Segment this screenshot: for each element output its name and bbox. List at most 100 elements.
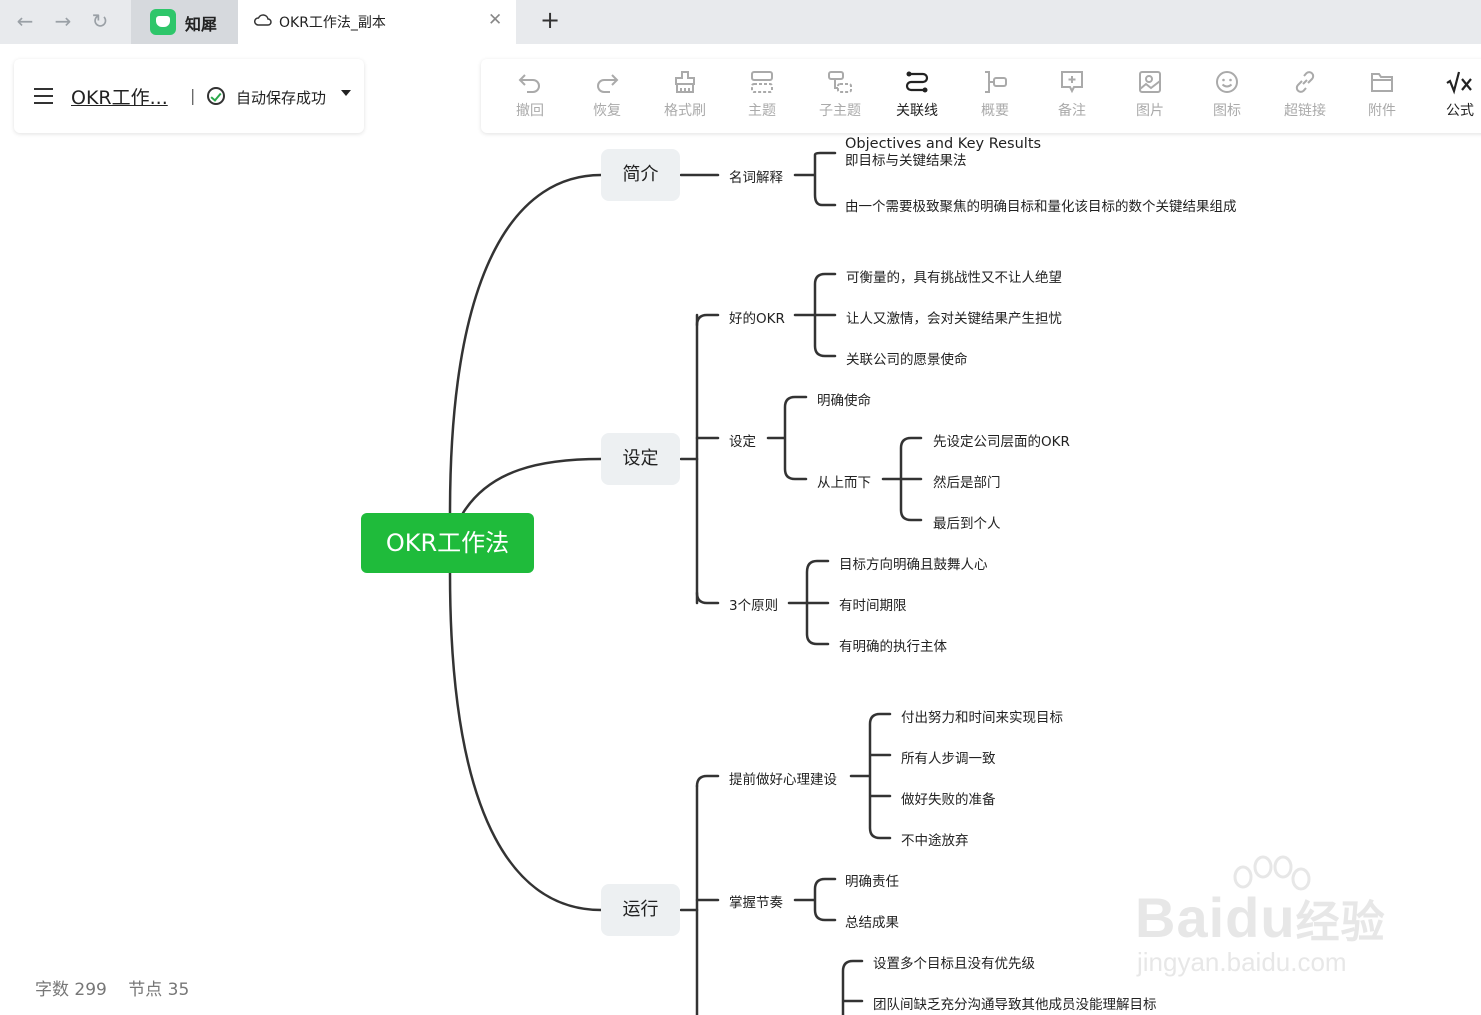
document-title[interactable]: OKR工作... [71, 87, 168, 109]
subtopic-good-okr-2[interactable]: 让人又激情，会对关键结果产生担忧 [846, 311, 1062, 327]
image-label: 图片 [1136, 103, 1164, 119]
tab-document[interactable]: OKR工作法_副本 ✕ [238, 0, 516, 44]
brush-icon [675, 71, 695, 93]
document-header: OKR工作... | 自动保存成功 [14, 59, 364, 133]
topic-intro[interactable]: 简介 [601, 149, 680, 201]
summary-button[interactable]: 概要 [962, 69, 1028, 129]
hyperlink-button[interactable]: 超链接 [1272, 69, 1338, 129]
app-name: 知犀 [185, 15, 218, 34]
subtopic-rhythm-2[interactable]: 总结成果 [845, 915, 899, 931]
paw-icon [1233, 855, 1311, 891]
definition-english: Objectives and Key Results [845, 136, 1042, 152]
summary-label: 概要 [981, 103, 1009, 119]
attachment-button[interactable]: 附件 [1349, 69, 1415, 129]
subtopic-button[interactable]: 子主题 [807, 69, 873, 129]
chevron-down-icon[interactable] [341, 90, 351, 96]
subtopic-principle-3[interactable]: 有明确的执行主体 [839, 639, 947, 655]
subtopic-principle-2[interactable]: 有时间期限 [839, 598, 907, 614]
subtopic-top-down-3[interactable]: 最后到个人 [933, 516, 1001, 532]
tab-app-home[interactable]: 知犀 [131, 0, 238, 44]
subtopic-principles[interactable]: 3个原则 [729, 598, 779, 614]
folder-icon [1371, 73, 1393, 92]
save-status[interactable]: 自动保存成功 [236, 89, 327, 107]
divider: | [190, 86, 196, 105]
subtopic-mindset-2[interactable]: 所有人步调一致 [901, 751, 996, 767]
icon-label: 图标 [1213, 103, 1241, 119]
editor-toolbar: 撤回 恢复 格式刷 主题 子主题 关联线 概要 备注 图片 图标 超链接 [481, 59, 1481, 133]
undo-label: 撤回 [516, 103, 544, 119]
watermark-url: jingyan.baidu.com [1137, 947, 1347, 977]
icon-button[interactable]: 图标 [1194, 69, 1260, 129]
subtopic-mindset-3[interactable]: 做好失败的准备 [901, 792, 996, 808]
subtopic-pitfall-1[interactable]: 设置多个目标且没有优先级 [873, 956, 1035, 972]
baidu-watermark: Baidu经验 jingyan.baidu.com [1135, 855, 1415, 985]
topic-label: 主题 [748, 103, 776, 119]
image-button[interactable]: 图片 [1117, 69, 1183, 129]
subtopic-rhythm-1[interactable]: 明确责任 [845, 874, 899, 890]
note-label: 备注 [1058, 103, 1086, 119]
topic-icon [751, 71, 773, 93]
subtopic-mission[interactable]: 明确使命 [817, 393, 871, 409]
relation-line-button[interactable]: 关联线 [884, 69, 950, 129]
subtopic-rhythm[interactable]: 掌握节奏 [729, 895, 783, 911]
watermark-brand-cn: 经验 [1295, 898, 1386, 947]
back-icon[interactable]: ← [16, 9, 34, 33]
relation-line-label: 关联线 [896, 103, 938, 119]
menu-icon[interactable] [34, 88, 53, 104]
tab-title: OKR工作法_副本 [279, 15, 386, 31]
attachment-label: 附件 [1368, 103, 1396, 119]
note-button[interactable]: 备注 [1039, 69, 1105, 129]
forward-icon[interactable]: → [54, 9, 72, 33]
subtopic-good-okr[interactable]: 好的OKR [729, 311, 785, 327]
subtopic-icon [828, 71, 852, 93]
topic-setup[interactable]: 设定 [601, 433, 680, 485]
node-count: 节点 35 [128, 980, 190, 1000]
formula-label: 公式 [1446, 103, 1474, 119]
root-topic[interactable]: OKR工作法 [361, 513, 534, 573]
topic-button[interactable]: 主题 [729, 69, 795, 129]
format-brush-label: 格式刷 [664, 103, 706, 119]
subtopic-definition-2[interactable]: 由一个需要极致聚焦的明确目标和量化该目标的数个关键结果组成 [845, 199, 1237, 215]
subtopic-top-down-2[interactable]: 然后是部门 [933, 475, 1001, 491]
hyperlink-label: 超链接 [1284, 103, 1326, 119]
subtopic-good-okr-3[interactable]: 关联公司的愿景使命 [846, 352, 968, 368]
watermark-brand-1: Bai [1135, 886, 1226, 949]
undo-button[interactable]: 撤回 [497, 69, 563, 129]
check-circle-icon [207, 87, 225, 105]
browser-tab-bar: ← → ↻ 知犀 OKR工作法_副本 ✕ + [0, 0, 1481, 44]
relation-line-icon [905, 71, 929, 93]
subtopic-top-down-1[interactable]: 先设定公司层面的OKR [933, 434, 1070, 450]
watermark-brand: Baidu经验 [1135, 885, 1386, 950]
redo-icon [597, 74, 619, 93]
redo-label: 恢复 [593, 103, 621, 119]
format-brush-button[interactable]: 格式刷 [652, 69, 718, 129]
watermark-brand-2: du [1225, 886, 1296, 949]
document-stats: 字数 299 节点 35 [35, 975, 205, 1000]
note-icon [1061, 71, 1083, 94]
subtopic-mindset-1[interactable]: 付出努力和时间来实现目标 [901, 710, 1063, 726]
undo-icon [518, 74, 540, 93]
topic-run[interactable]: 运行 [601, 884, 680, 936]
app-logo-icon [150, 9, 176, 35]
link-icon [1295, 71, 1315, 93]
reload-icon[interactable]: ↻ [91, 9, 109, 33]
subtopic-definition-1[interactable]: Objectives and Key Results 即目标与关键结果法 [845, 136, 1041, 170]
subtopic-pitfall-2[interactable]: 团队间缺乏充分沟通导致其他成员没能理解目标 [873, 997, 1157, 1013]
subtopic-define[interactable]: 设定 [729, 434, 756, 450]
subtopic-term[interactable]: 名词解释 [729, 170, 783, 186]
subtopic-top-down[interactable]: 从上而下 [817, 475, 871, 491]
smiley-icon [1216, 71, 1238, 93]
image-icon [1139, 71, 1161, 93]
subtopic-label: 子主题 [819, 103, 861, 119]
new-tab-icon[interactable]: + [539, 6, 561, 34]
subtopic-mindset[interactable]: 提前做好心理建设 [729, 772, 837, 788]
close-tab-icon[interactable]: ✕ [488, 10, 503, 30]
subtopic-principle-1[interactable]: 目标方向明确且鼓舞人心 [839, 557, 988, 573]
formula-button[interactable]: 公式 [1427, 69, 1481, 129]
subtopic-good-okr-1[interactable]: 可衡量的，具有挑战性又不让人绝望 [846, 270, 1062, 286]
word-count: 字数 299 [35, 980, 107, 1000]
cloud-icon [254, 14, 272, 26]
redo-button[interactable]: 恢复 [574, 69, 640, 129]
subtopic-mindset-4[interactable]: 不中途放弃 [901, 833, 969, 849]
definition-chinese: 即目标与关键结果法 [845, 153, 967, 169]
